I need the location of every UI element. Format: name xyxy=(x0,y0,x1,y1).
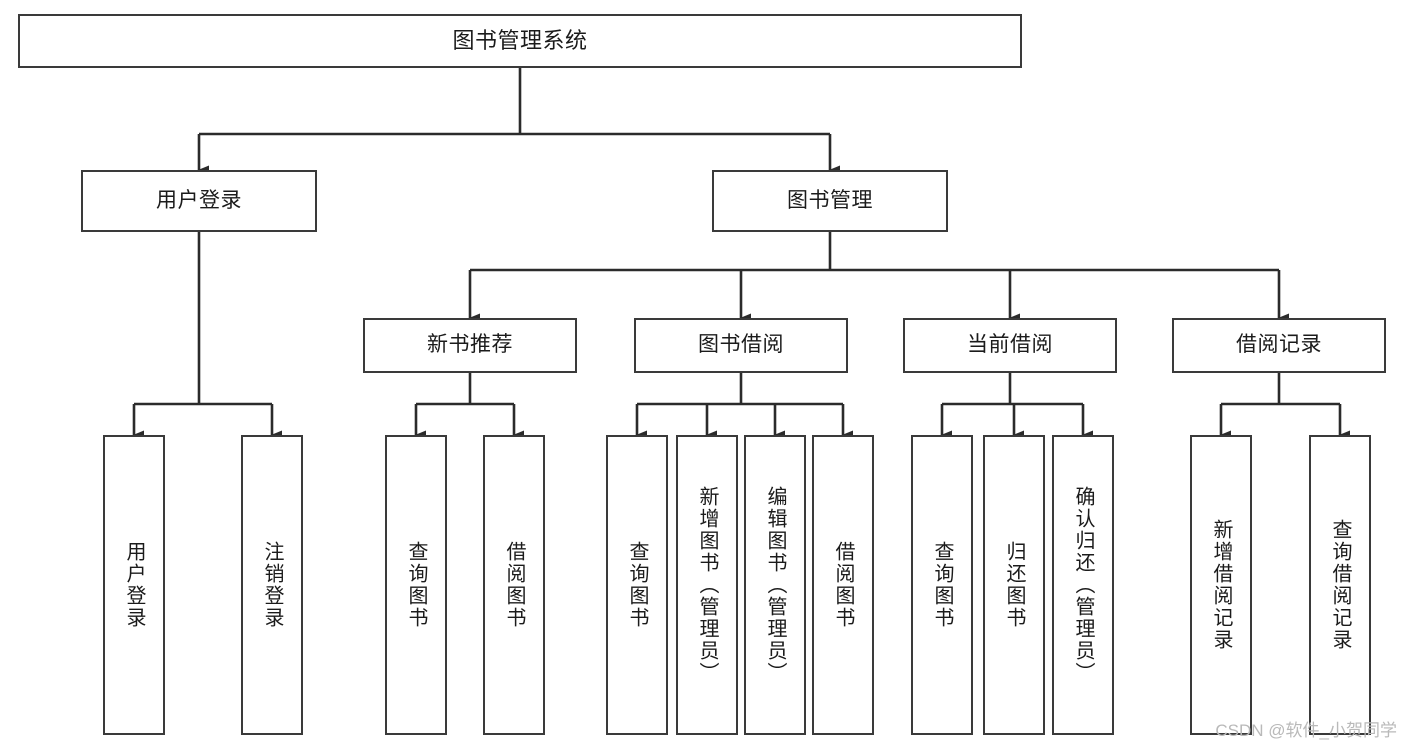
node-label: 当前借阅 xyxy=(967,333,1053,357)
node-n-current-borrow[interactable]: 当前借阅 xyxy=(903,318,1117,373)
node-label: 图书管理系统 xyxy=(452,28,588,54)
node-label: 图书管理 xyxy=(787,188,873,212)
node-label: 用户登录 xyxy=(123,541,145,629)
node-l-br-add-record[interactable]: 新增借阅记录 xyxy=(1190,435,1252,735)
watermark-label: CSDN @软件_小贺同学 xyxy=(1215,721,1397,740)
node-root[interactable]: 图书管理系统 xyxy=(18,14,1022,68)
node-n-new-book-rec[interactable]: 新书推荐 xyxy=(363,318,577,373)
node-label: 新增借阅记录 xyxy=(1210,519,1232,651)
node-l-br-query-record[interactable]: 查询借阅记录 xyxy=(1309,435,1371,735)
node-label: 新书推荐 xyxy=(427,333,513,357)
node-label: 查询图书 xyxy=(931,541,953,629)
node-label: 借阅图书 xyxy=(832,541,854,629)
node-label: 编辑图书（管理员） xyxy=(764,486,786,684)
node-l-user-logout[interactable]: 注销登录 xyxy=(241,435,303,735)
node-l-rec-borrow-book[interactable]: 借阅图书 xyxy=(483,435,545,735)
node-label: 查询图书 xyxy=(405,541,427,629)
node-n-book-borrow[interactable]: 图书借阅 xyxy=(634,318,848,373)
node-l-cb-query-book[interactable]: 查询图书 xyxy=(911,435,973,735)
node-n-book-manage[interactable]: 图书管理 xyxy=(712,170,948,232)
node-l-user-login[interactable]: 用户登录 xyxy=(103,435,165,735)
node-label: 新增图书（管理员） xyxy=(696,486,718,684)
node-label: 图书借阅 xyxy=(698,333,784,357)
node-label: 查询图书 xyxy=(626,541,648,629)
node-l-bb-add-book[interactable]: 新增图书（管理员） xyxy=(676,435,738,735)
node-l-bb-query-book[interactable]: 查询图书 xyxy=(606,435,668,735)
node-label: 归还图书 xyxy=(1003,541,1025,629)
node-label: 借阅图书 xyxy=(503,541,525,629)
node-l-bb-edit-book[interactable]: 编辑图书（管理员） xyxy=(744,435,806,735)
node-label: 注销登录 xyxy=(261,541,283,629)
node-n-user-login[interactable]: 用户登录 xyxy=(81,170,317,232)
node-label: 查询借阅记录 xyxy=(1329,519,1351,651)
node-label: 确认归还（管理员） xyxy=(1072,486,1094,684)
node-l-bb-borrow-book[interactable]: 借阅图书 xyxy=(812,435,874,735)
node-l-cb-return-book[interactable]: 归还图书 xyxy=(983,435,1045,735)
node-l-cb-confirm-return[interactable]: 确认归还（管理员） xyxy=(1052,435,1114,735)
node-l-rec-query-book[interactable]: 查询图书 xyxy=(385,435,447,735)
node-n-borrow-record[interactable]: 借阅记录 xyxy=(1172,318,1386,373)
node-label: 借阅记录 xyxy=(1236,333,1322,357)
node-label: 用户登录 xyxy=(156,188,242,212)
